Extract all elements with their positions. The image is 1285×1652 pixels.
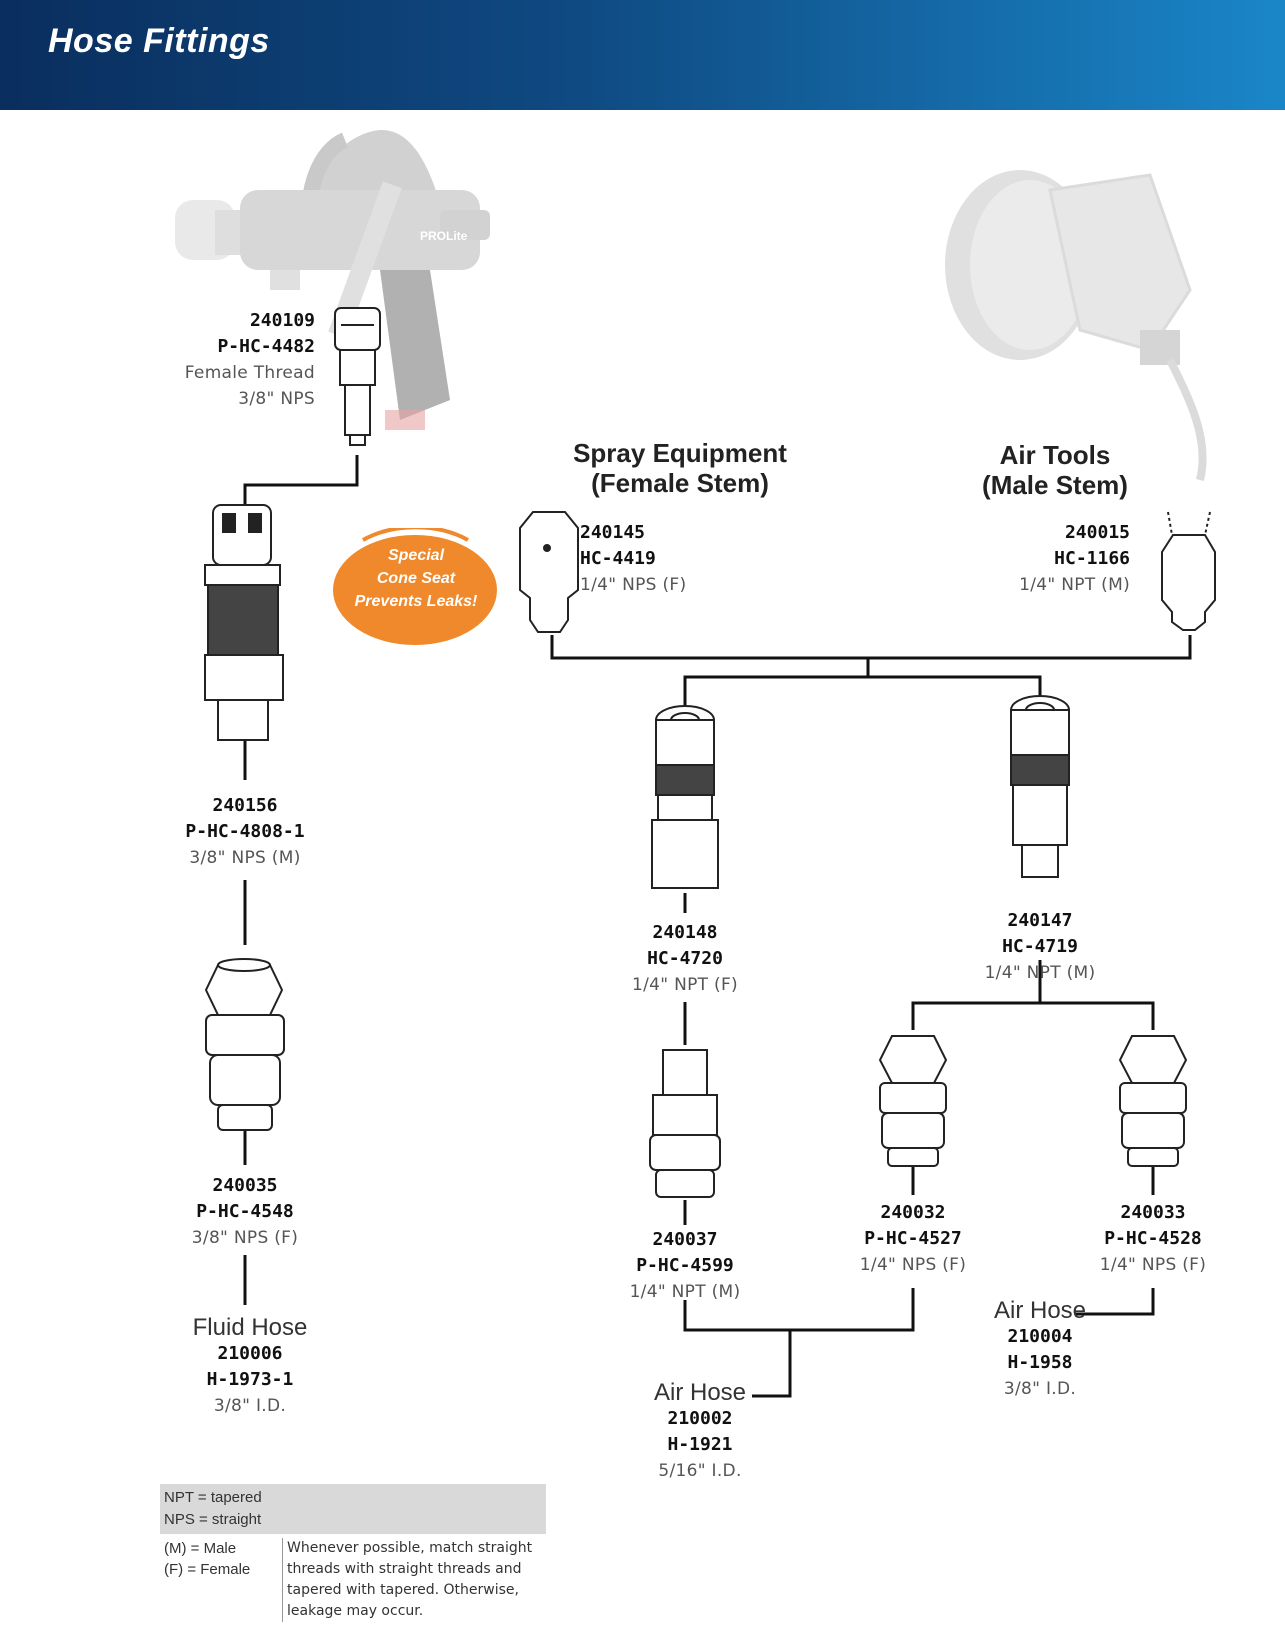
spray-equipment-heading: Spray Equipment (Female Stem) (560, 438, 800, 498)
part-label-240015: 240015 HC-1166 1/4" NPT (M) (990, 520, 1130, 598)
part-desc: 3/8" NPS (238, 389, 315, 409)
hose-label-210002: Air Hose 210002 H-1921 5/16" I.D. (640, 1380, 760, 1484)
legend-bottom-row: (M) = Male (F) = Female Whenever possibl… (160, 1534, 546, 1622)
hose-code: H-1973-1 (206, 1369, 294, 1390)
part-label-240033: 240033 P-HC-4528 1/4" NPS (F) (1078, 1200, 1228, 1278)
part-number: 240156 (212, 795, 278, 816)
hose-title: Air Hose (993, 1297, 1087, 1324)
page-header: Hose Fittings (0, 0, 1285, 110)
fitting-240156-drawing (204, 504, 284, 741)
part-code: P-HC-4482 (217, 336, 315, 357)
badge-text: Special Cone Seat Prevents Leaks! (336, 544, 496, 613)
air-heading-line2: (Male Stem) (982, 470, 1128, 500)
part-number: 240035 (212, 1175, 278, 1196)
part-desc: 1/4" NPS (F) (859, 1255, 967, 1275)
hose-label-210004: Air Hose 210004 H-1958 3/8" I.D. (980, 1298, 1100, 1402)
legend-gender: (M) = Male (F) = Female (160, 1538, 282, 1622)
connector-lines (243, 455, 1192, 1398)
part-desc: 1/4" NPT (M) (1019, 575, 1130, 595)
gun-brand-text: PROLite (420, 229, 468, 243)
hose-desc: 3/8" I.D. (1003, 1379, 1077, 1399)
fitting-240145-drawing (519, 511, 579, 633)
fitting-240015-drawing (1161, 511, 1216, 631)
hose-title: Air Hose (653, 1379, 747, 1406)
legend-female: (F) = Female (164, 1561, 251, 1578)
legend-male: (M) = Male (164, 1540, 237, 1557)
spray-heading-line2: (Female Stem) (591, 468, 769, 498)
legend-thread-types: NPT = tapered NPS = straight (160, 1484, 546, 1534)
part-number: 240109 (249, 310, 315, 331)
spray-heading-line1: Spray Equipment (573, 438, 787, 468)
fitting-240033-drawing (1118, 1035, 1188, 1167)
badge-line3: Prevents Leaks! (354, 593, 478, 610)
part-desc: 1/4" NPS (F) (1099, 1255, 1207, 1275)
part-number: 240147 (1007, 910, 1073, 931)
part-desc: 1/4" NPT (M) (629, 1282, 741, 1302)
part-label-240147: 240147 HC-4719 1/4" NPT (M) (965, 908, 1115, 986)
part-label-240032: 240032 P-HC-4527 1/4" NPS (F) (838, 1200, 988, 1278)
fitting-240147-drawing (1010, 695, 1070, 878)
part-code: HC-4720 (647, 948, 723, 969)
hose-number: 210002 (667, 1408, 733, 1429)
part-number: 240145 (580, 522, 646, 543)
legend-npt: NPT = tapered (164, 1489, 262, 1506)
part-label-240037: 240037 P-HC-4599 1/4" NPT (M) (610, 1227, 760, 1305)
part-number: 240148 (652, 922, 718, 943)
part-desc: 1/4" NPT (M) (984, 963, 1096, 983)
part-code: HC-4719 (1002, 936, 1078, 957)
part-number: 240033 (1120, 1202, 1186, 1223)
part-label-240109: 240109 P-HC-4482 Female Thread 3/8" NPS (160, 308, 315, 412)
legend-box: NPT = tapered NPS = straight (M) = Male … (160, 1484, 546, 1622)
hose-number: 210006 (217, 1343, 283, 1364)
part-label-240156: 240156 P-HC-4808-1 3/8" NPS (M) (160, 793, 330, 871)
part-number: 240032 (880, 1202, 946, 1223)
fitting-240148-drawing (651, 705, 719, 889)
part-label-240145: 240145 HC-4419 1/4" NPS (F) (580, 520, 710, 598)
part-code: HC-4419 (580, 548, 656, 569)
badge-line2: Cone Seat (376, 570, 456, 587)
hose-desc: 5/16" I.D. (658, 1461, 742, 1481)
fitting-240035-drawing (204, 958, 285, 1131)
part-number: 240037 (652, 1229, 718, 1250)
badge-line1: Special (387, 547, 445, 564)
spray-gun-image (175, 129, 490, 430)
fitting-240032-drawing (878, 1035, 948, 1167)
part-code: P-HC-4527 (864, 1228, 962, 1249)
part-code: P-HC-4548 (196, 1201, 294, 1222)
part-desc: 1/4" NPS (F) (580, 575, 687, 595)
part-desc: Female Thread (184, 363, 315, 383)
part-label-240035: 240035 P-HC-4548 3/8" NPS (F) (160, 1173, 330, 1251)
part-code: P-HC-4528 (1104, 1228, 1202, 1249)
hose-label-210006: Fluid Hose 210006 H-1973-1 3/8" I.D. (175, 1315, 325, 1419)
part-desc: 1/4" NPT (F) (632, 975, 738, 995)
part-code: P-HC-4808-1 (185, 821, 305, 842)
air-tools-heading: Air Tools (Male Stem) (950, 440, 1160, 500)
fitting-240109-drawing (334, 307, 381, 446)
part-code: HC-1166 (1054, 548, 1130, 569)
air-tool-image (945, 170, 1207, 481)
legend-note: Whenever possible, match straight thread… (282, 1538, 546, 1622)
fitting-240037-drawing (649, 1049, 721, 1198)
hose-code: H-1921 (667, 1434, 733, 1455)
hose-title: Fluid Hose (192, 1314, 308, 1341)
air-heading-line1: Air Tools (999, 440, 1111, 470)
part-code: P-HC-4599 (636, 1255, 734, 1276)
hose-desc: 3/8" I.D. (213, 1396, 287, 1416)
legend-nps: NPS = straight (164, 1511, 262, 1528)
hose-number: 210004 (1007, 1326, 1073, 1347)
part-desc: 3/8" NPS (F) (191, 1228, 299, 1248)
part-label-240148: 240148 HC-4720 1/4" NPT (F) (610, 920, 760, 998)
hose-code: H-1958 (1007, 1352, 1073, 1373)
part-desc: 3/8" NPS (M) (189, 848, 301, 868)
special-cone-seat-badge (333, 528, 497, 645)
part-number: 240015 (1064, 522, 1130, 543)
page-title: Hose Fittings (48, 22, 270, 60)
